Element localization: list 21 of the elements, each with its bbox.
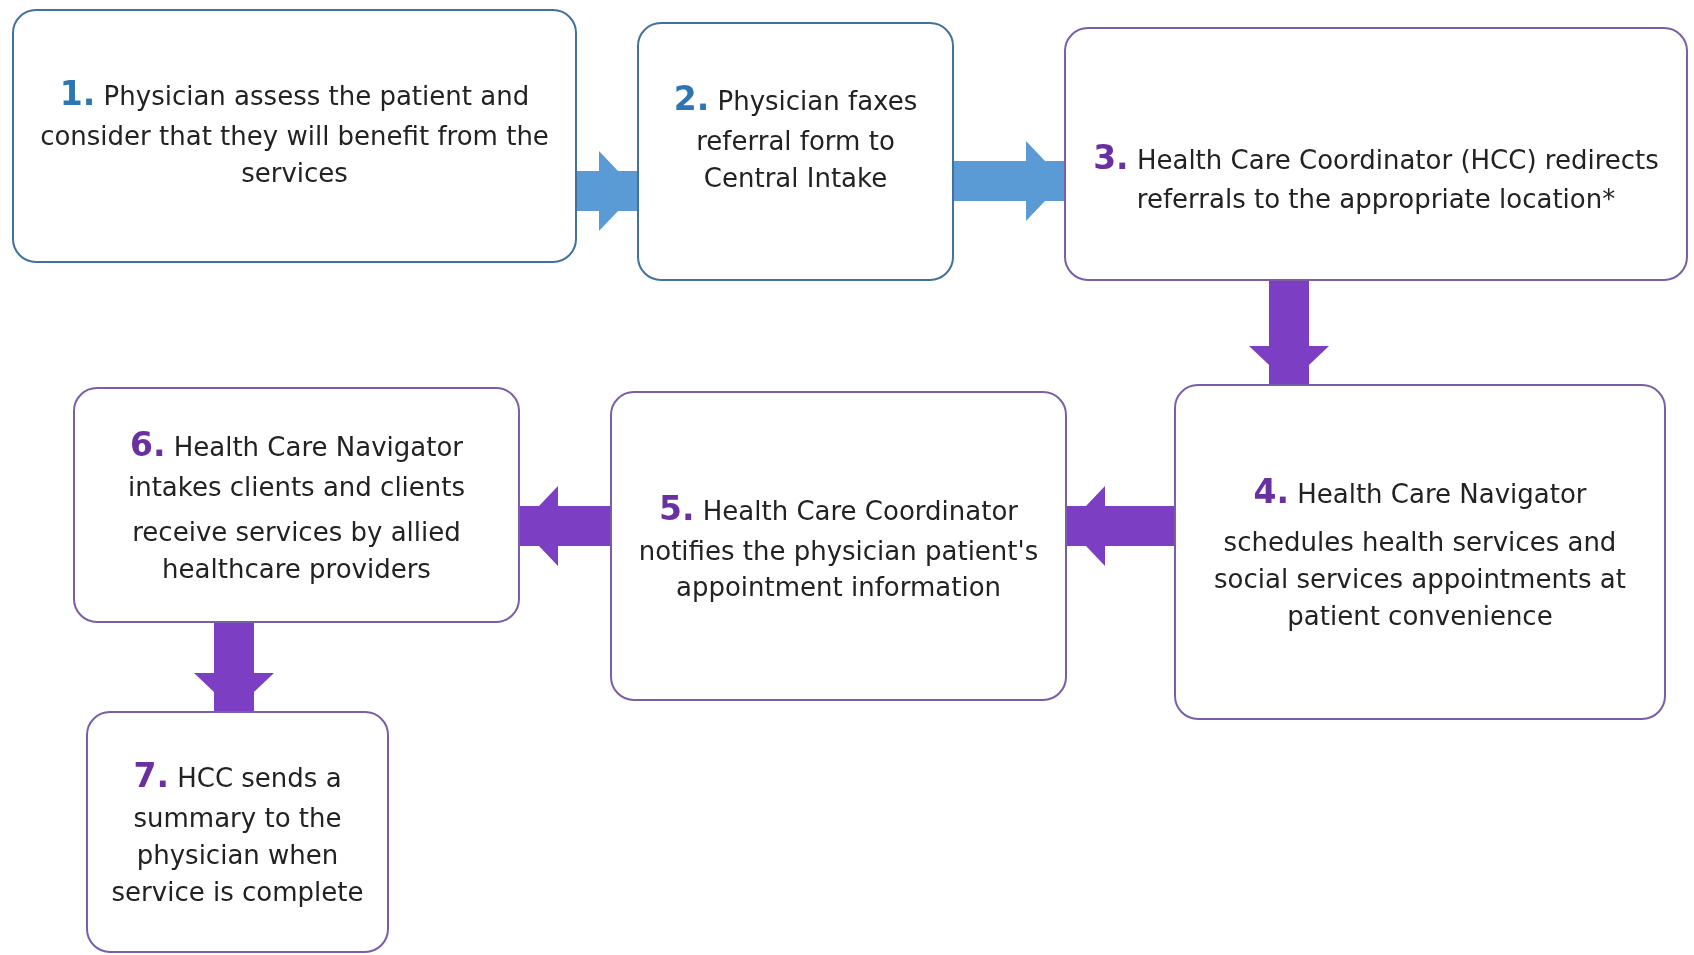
block-arrow: [577, 151, 637, 231]
step-text: 5. Health Care Coordinator notifies the physician patient's appointment information: [637, 487, 1040, 605]
step-text: 4. Health Care Navigator: [1253, 471, 1587, 514]
process-box: [12, 9, 577, 263]
process-box: [610, 391, 1067, 701]
block-arrow: [1249, 281, 1329, 384]
step-text: 2. Physician faxes referral form to Central Intake: [672, 78, 919, 195]
process-box: [637, 22, 954, 281]
process-box: [1174, 384, 1666, 720]
block-arrow: [520, 486, 610, 566]
step-text: 3. Health Care Coordinator (HCC) redirects referrals to the appropriate location*: [1092, 136, 1660, 217]
process-box: [1064, 27, 1688, 281]
step-text: 1. Physician assess the patient and consider that they will benefit from the services: [39, 73, 550, 190]
block-arrow: [194, 623, 274, 711]
step-text: receive services by allied healthcare providers: [131, 515, 462, 586]
step-text: 7. HCC sends a summary to the physician when service is complete: [110, 755, 365, 909]
block-arrow: [1067, 486, 1174, 566]
process-box: [86, 711, 389, 953]
block-arrow: [954, 141, 1064, 221]
step-text: schedules health services and social services appointments at patient convenience: [1213, 526, 1627, 633]
process-box: [73, 387, 520, 623]
